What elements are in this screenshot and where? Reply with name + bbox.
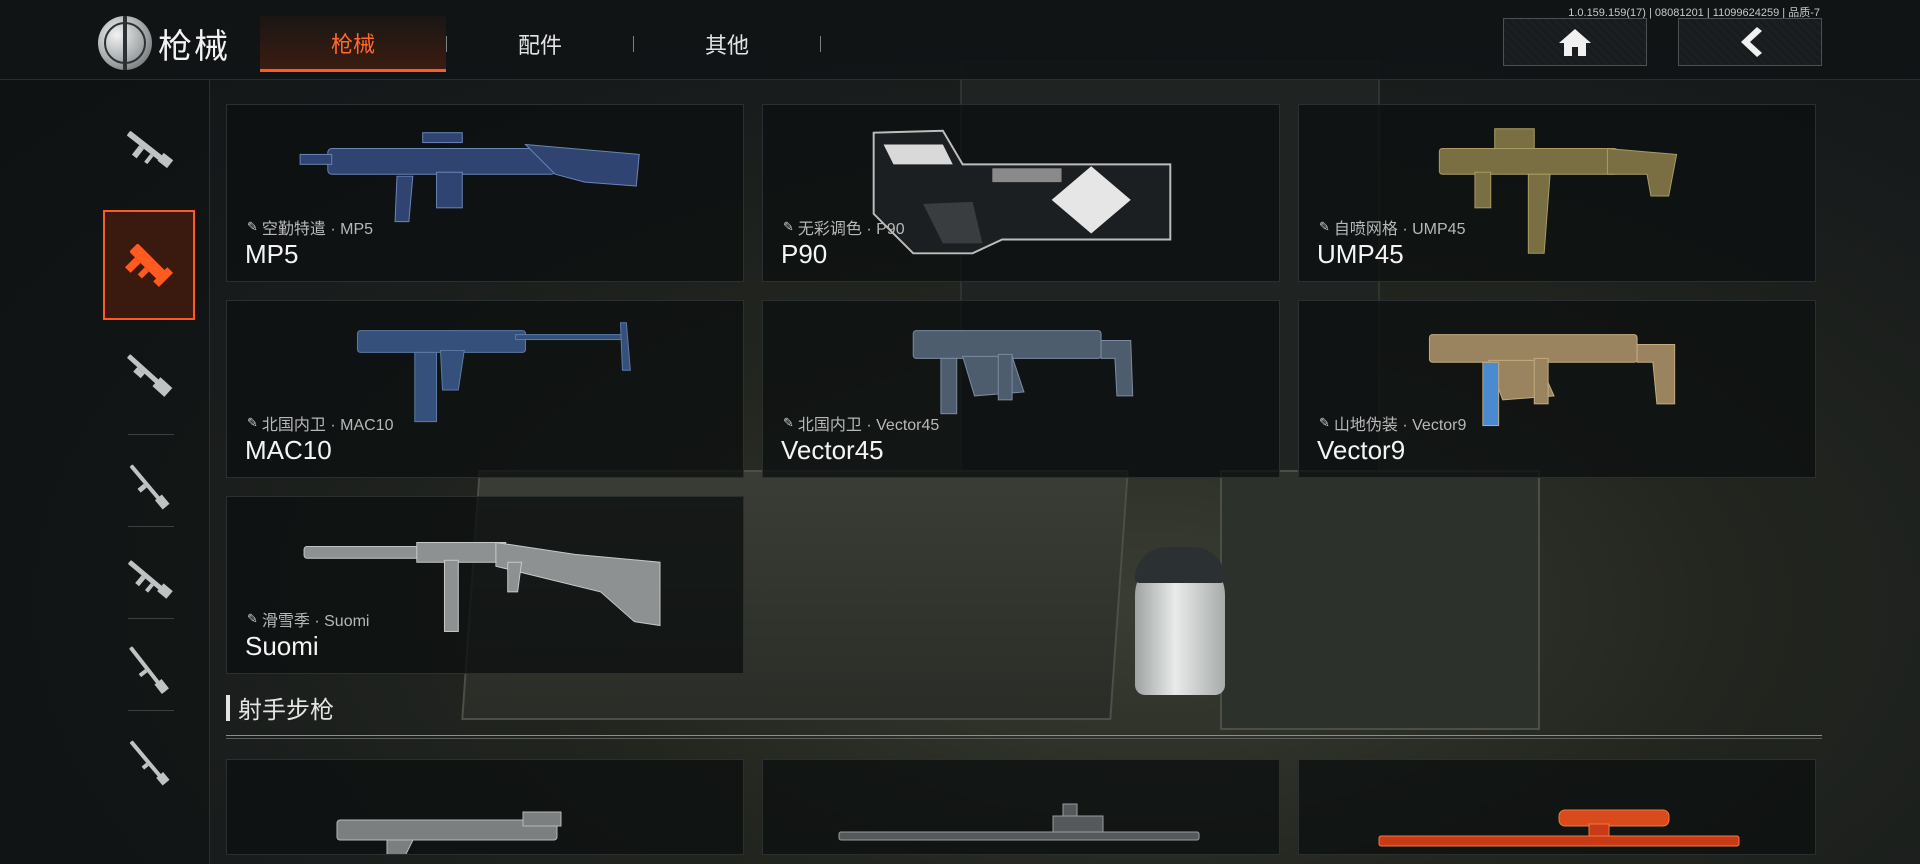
weapon-name: UMP45: [1317, 239, 1404, 269]
sniper-rifle-icon: [119, 641, 179, 706]
sidebar-item-assault-rifle[interactable]: [103, 96, 195, 206]
weapon-card-marksman-3[interactable]: [1298, 759, 1816, 855]
weapon-skin: ✎北国内卫 · Vector45: [783, 415, 940, 434]
chevron-left-icon: [1735, 25, 1765, 59]
sidebar-item-shotgun[interactable]: [103, 322, 195, 432]
sidebar-divider: [128, 710, 174, 711]
brush-icon: ✎: [247, 611, 258, 626]
weapon-name: MAC10: [245, 435, 332, 465]
weapon-name: MP5: [245, 239, 299, 269]
weapon-image: [299, 132, 640, 223]
category-tabs: 枪械 配件 其他: [260, 16, 821, 72]
weapon-skin: ✎自喷网格 · UMP45: [1319, 219, 1466, 238]
weapon-card-suomi[interactable]: ✎滑雪季 · Suomi Suomi: [226, 496, 744, 674]
title-area: 枪械: [98, 16, 230, 70]
weapon-image: [303, 541, 661, 632]
weapon-skin: ✎北国内卫 · MAC10: [247, 415, 394, 434]
tab-other[interactable]: 其他: [704, 33, 749, 58]
section-header: 射手步枪: [226, 690, 1822, 725]
brush-icon: ✎: [783, 415, 794, 430]
home-icon: [1558, 27, 1592, 57]
weapon-card-marksman-2[interactable]: [762, 759, 1280, 855]
weapon-name: Vector9: [1317, 435, 1406, 465]
tab-divider: [820, 36, 821, 52]
weapon-skin: ✎空勤特遣 · MP5: [247, 219, 374, 238]
weapon-name: Vector45: [781, 435, 884, 465]
weapon-image: [336, 811, 562, 854]
lmg-icon: [119, 457, 179, 522]
marksman-rifle-grid: [226, 759, 1822, 855]
tab-divider: [633, 36, 634, 52]
sidebar-item-smg[interactable]: [103, 210, 195, 320]
weapon-card-vector45[interactable]: ✎北国内卫 · Vector45 Vector45: [762, 300, 1280, 478]
weapon-card-ump45[interactable]: ✎自喷网格 · UMP45 UMP45: [1298, 104, 1816, 282]
marksman-rifle-icon: [119, 549, 179, 614]
weapon-type-sidebar: [0, 80, 210, 864]
version-info: 1.0.159.159(17) | 08081201 | 11099624259…: [1568, 7, 1820, 19]
weapon-skin: ✎滑雪季 · Suomi: [247, 611, 370, 630]
marksman-rifle-section: 射手步枪: [226, 690, 1822, 855]
sidebar-divider: [128, 434, 174, 435]
background-crate: [1220, 470, 1540, 730]
section-accent-bar: [226, 694, 230, 721]
background-lantern: [1135, 547, 1225, 695]
top-bar: 枪械 枪械 配件 其他 1.0.159.159(17) | 08081201 |…: [0, 0, 1920, 80]
globe-icon: [98, 16, 152, 70]
weapon-image: [1378, 809, 1740, 847]
page-title: 枪械: [158, 27, 230, 66]
weapon-card-p90[interactable]: ✎无彩调色 · P90 P90: [762, 104, 1280, 282]
weapon-card-vector9[interactable]: ✎山地伪装 · Vector9 Vector9: [1298, 300, 1816, 478]
weapon-card-marksman-1[interactable]: [226, 759, 744, 855]
back-button[interactable]: [1678, 18, 1822, 66]
weapon-skin: ✎无彩调色 · P90: [783, 219, 905, 238]
brush-icon: ✎: [783, 219, 794, 234]
weapon-image: [1428, 334, 1676, 427]
smg-icon: [119, 233, 179, 298]
weapon-image: [872, 129, 1172, 255]
weapon-card-mp5[interactable]: ✎空勤特遣 · MP5 MP5: [226, 104, 744, 282]
sidebar-item-sniper-rifle[interactable]: [103, 618, 195, 728]
tab-weapons[interactable]: 枪械: [260, 16, 446, 72]
tab-attachments[interactable]: 配件: [517, 33, 562, 58]
weapon-name: Suomi: [245, 631, 319, 661]
weapon-name: P90: [781, 239, 828, 269]
section-title: 射手步枪: [238, 697, 334, 724]
tab-divider: [446, 36, 447, 52]
brush-icon: ✎: [247, 219, 258, 234]
sidebar-item-marksman-rifle[interactable]: [103, 526, 195, 636]
brush-icon: ✎: [1319, 219, 1330, 234]
pistol-icon: [119, 733, 179, 798]
home-button[interactable]: [1503, 18, 1647, 66]
weapon-image: [1438, 128, 1678, 254]
assault-rifle-icon: [119, 119, 179, 184]
brush-icon: ✎: [1319, 415, 1330, 430]
brush-icon: ✎: [247, 415, 258, 430]
weapon-image: [912, 330, 1134, 415]
sidebar-item-pistol[interactable]: [103, 710, 195, 820]
sidebar-item-lmg[interactable]: [103, 434, 195, 544]
weapon-image: [838, 803, 1200, 841]
sidebar-divider: [128, 618, 174, 619]
weapon-card-mac10[interactable]: ✎北国内卫 · MAC10 MAC10: [226, 300, 744, 478]
sidebar-divider: [128, 526, 174, 527]
section-divider: [226, 735, 1822, 739]
weapon-skin: ✎山地伪装 · Vector9: [1319, 415, 1467, 434]
weapon-image: [356, 322, 631, 423]
weapon-grid: ✎空勤特遣 · MP5 MP5 ✎无彩调色 · P90 P90: [226, 104, 1816, 674]
shotgun-icon: [119, 345, 179, 410]
